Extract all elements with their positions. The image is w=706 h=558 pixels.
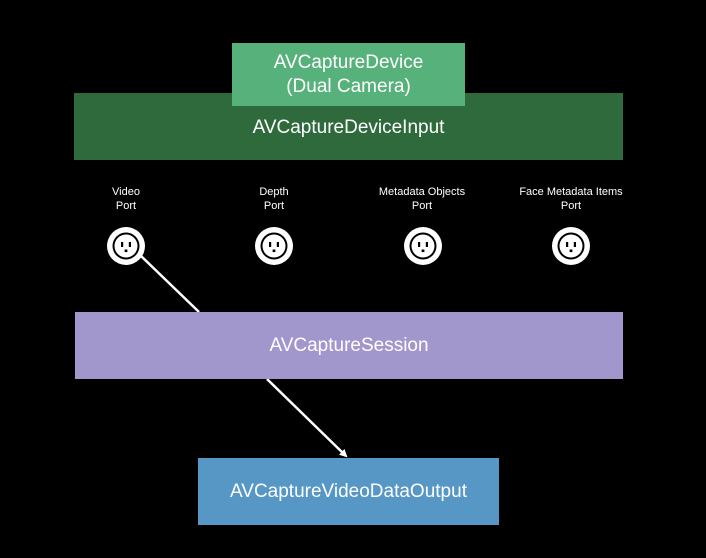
capture-session-box: AVCaptureSession (75, 312, 623, 379)
port-label-metadata-objects: Metadata Objects Port (378, 186, 466, 212)
capture-device-box: AVCaptureDevice (Dual Camera) (232, 43, 465, 106)
capture-device-input-label: AVCaptureDeviceInput (252, 116, 445, 138)
capture-device-sublabel: (Dual Camera) (286, 75, 411, 97)
outlet-icon (404, 227, 442, 265)
port-label-video: Video Port (112, 186, 140, 212)
video-port-to-session-line (140, 255, 200, 313)
outlet-icon (107, 227, 145, 265)
outlet-icon (552, 227, 590, 265)
capture-video-data-output-box: AVCaptureVideoDataOutput (198, 458, 499, 525)
capture-video-data-output-label: AVCaptureVideoDataOutput (230, 480, 467, 502)
outlet-icon (255, 227, 293, 265)
port-label-depth: Depth Port (259, 186, 289, 212)
session-to-output-arrow (266, 378, 348, 458)
port-label-face-metadata-items: Face Metadata Items Port (519, 186, 623, 212)
capture-device-label: AVCaptureDevice (273, 51, 424, 73)
capture-session-label: AVCaptureSession (269, 334, 429, 356)
